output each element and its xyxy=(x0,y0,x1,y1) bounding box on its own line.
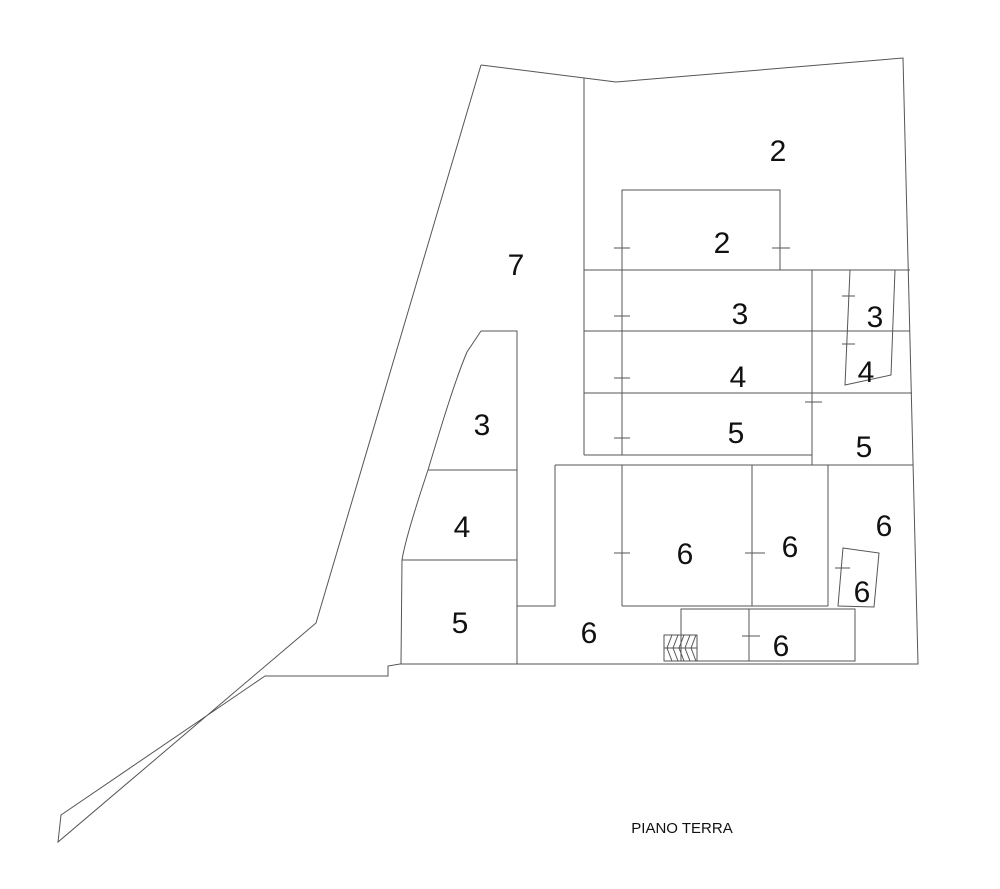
stair-hatch xyxy=(663,634,698,662)
door-marks xyxy=(614,247,855,637)
outer-boundary xyxy=(57,57,919,844)
room-label: 6 xyxy=(782,531,799,564)
room-label: 6 xyxy=(677,538,694,571)
room-label: 6 xyxy=(876,510,893,543)
small-room-3-4 xyxy=(844,269,896,386)
room-label: 2 xyxy=(714,227,731,260)
room-label: 5 xyxy=(856,431,873,464)
room-label: 3 xyxy=(474,409,491,442)
room-label: 2 xyxy=(770,135,787,168)
room-label: 5 xyxy=(728,417,745,450)
small-room-6 xyxy=(837,547,880,608)
room-label: 4 xyxy=(454,511,471,544)
room-label: 3 xyxy=(867,301,884,334)
room-label: 6 xyxy=(854,576,871,609)
room-label: 7 xyxy=(508,249,525,282)
walls xyxy=(57,57,919,844)
room-label: 6 xyxy=(581,617,598,650)
room-label: 4 xyxy=(730,361,747,394)
room-labels: 2 2 7 3 3 4 4 5 5 3 4 5 6 6 6 6 6 6 xyxy=(452,135,893,663)
room-label: 5 xyxy=(452,607,469,640)
room-label: 6 xyxy=(773,630,790,663)
room-label: 4 xyxy=(858,356,875,389)
room-label: 3 xyxy=(732,298,749,331)
plan-title: PIANO TERRA xyxy=(631,820,732,837)
